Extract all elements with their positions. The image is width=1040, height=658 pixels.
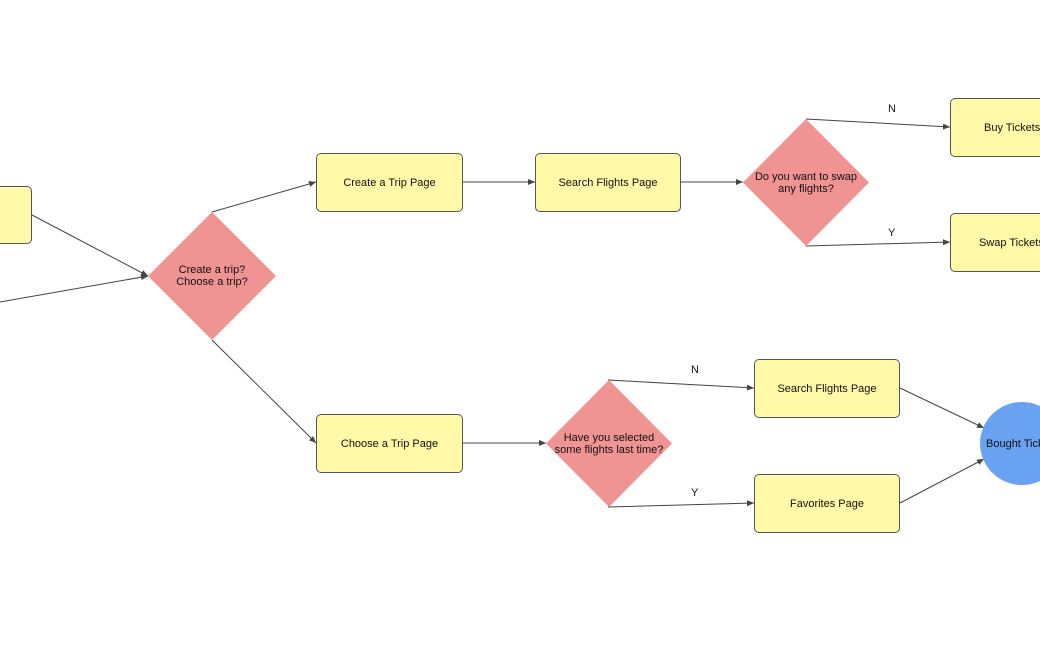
edge-decision-to-choose-trip [211,339,317,444]
swap-tickets-node: Swap Tickets [950,213,1040,272]
choose-trip-page-label: Choose a Trip Page [340,437,439,450]
bought-tickets-label: Bought Tick [986,437,1040,450]
decision-create-or-choose-label: Create a trip? Choose a trip? [176,264,248,288]
edge-label-selected-no: N [691,364,699,376]
edge-selected-no-to-search [607,379,755,391]
decision-selected-flights-label: Have you selected some flights last time… [554,431,664,456]
search-flights-page-top-node: Search Flights Page [535,153,681,212]
edge-search-to-bought [899,387,985,429]
edge-swap-no-to-buy [805,118,951,130]
decision-swap-flights: Do you want to swap any flights? [743,119,869,246]
edge-start-to-decision [31,214,149,277]
edge-offscreen-to-decision [0,274,149,303]
edge-decision-to-create-trip [211,181,317,213]
decision-selected-flights: Have you selected some flights last time… [546,380,672,507]
buy-tickets-label: Buy Tickets [984,121,1040,134]
choose-trip-page-node: Choose a Trip Page [316,414,463,473]
swap-tickets-label: Swap Tickets [979,236,1040,249]
create-trip-page-node: Create a Trip Page [316,153,463,212]
bought-tickets-terminal: Bought Tick [980,402,1040,485]
start-node-partial [0,186,32,244]
decision-create-or-choose-trip: Create a trip? Choose a trip? [148,212,276,340]
decision-swap-flights-label: Do you want to swap any flights? [754,170,858,195]
search-flights-page-bottom-label: Search Flights Page [777,382,877,395]
search-flights-page-top-label: Search Flights Page [558,176,658,189]
edge-swap-yes-to-swap-tickets [805,239,951,247]
search-flights-page-bottom-node: Search Flights Page [754,359,900,418]
edge-label-swap-no: N [888,103,896,115]
edge-favorites-to-bought [899,458,985,504]
favorites-page-node: Favorites Page [754,474,900,533]
edge-label-selected-yes: Y [691,487,699,499]
edge-label-swap-yes: Y [888,227,896,239]
create-trip-page-label: Create a Trip Page [343,176,436,189]
buy-tickets-node: Buy Tickets [950,98,1040,157]
edge-selected-yes-to-favorites [607,500,755,508]
favorites-page-label: Favorites Page [790,497,864,510]
